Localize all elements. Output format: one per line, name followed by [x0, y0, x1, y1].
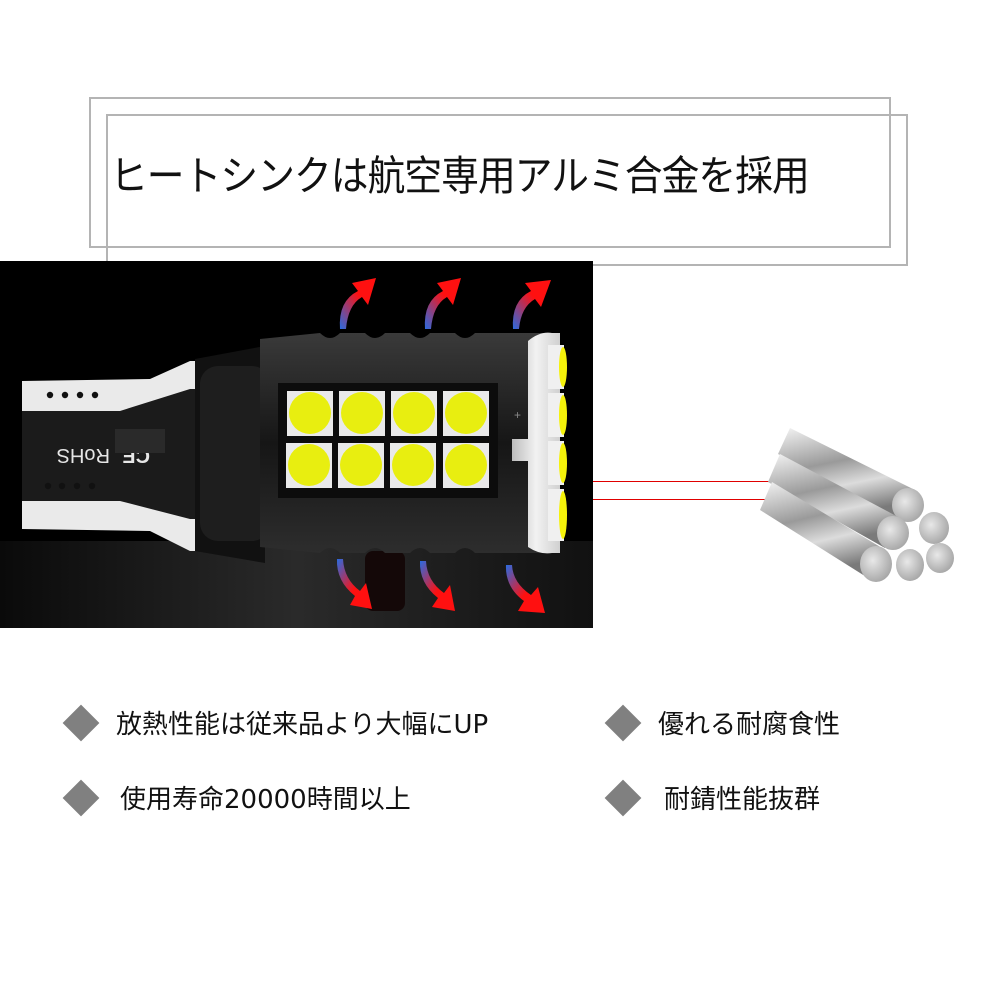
- feature-label: 耐錆性能抜群: [664, 785, 821, 815]
- callout-line-lower: [593, 499, 835, 500]
- title-frame-outer: [89, 97, 891, 248]
- feature-item-lifespan: 使用寿命20000時間以上: [62, 779, 411, 816]
- feature-label: 放熱性能は従来品より大幅にUP: [116, 710, 489, 740]
- diamond-bullet-icon: [604, 779, 642, 816]
- feature-item-rust-resistance: 耐錆性能抜群: [604, 779, 821, 816]
- led-array: [286, 391, 489, 488]
- led-bulb-photo: RoHS CE +: [0, 261, 593, 628]
- feature-label: 使用寿命20000時間以上: [120, 785, 411, 815]
- polarity-mark: +: [514, 408, 521, 422]
- heat-arrows-down: [336, 559, 545, 613]
- feature-label: 優れる耐腐食性: [658, 710, 841, 740]
- led-bulb-illustration: RoHS CE +: [0, 278, 593, 628]
- callout-line-upper: [593, 481, 815, 482]
- rohs-marking: RoHS: [57, 444, 110, 466]
- feature-item-corrosion-resistance: 優れる耐腐食性: [604, 704, 841, 741]
- diamond-bullet-icon: [62, 704, 100, 741]
- feature-item-heat-dissipation: 放熱性能は従来品より大幅にUP: [62, 704, 489, 741]
- diamond-bullet-icon: [604, 704, 642, 741]
- heat-arrows-up: [339, 278, 551, 329]
- diamond-bullet-icon: [62, 779, 100, 816]
- aluminum-rods-image: [760, 428, 954, 582]
- page-title: ヒートシンクは航空専用アルミ合金を採用: [110, 152, 810, 200]
